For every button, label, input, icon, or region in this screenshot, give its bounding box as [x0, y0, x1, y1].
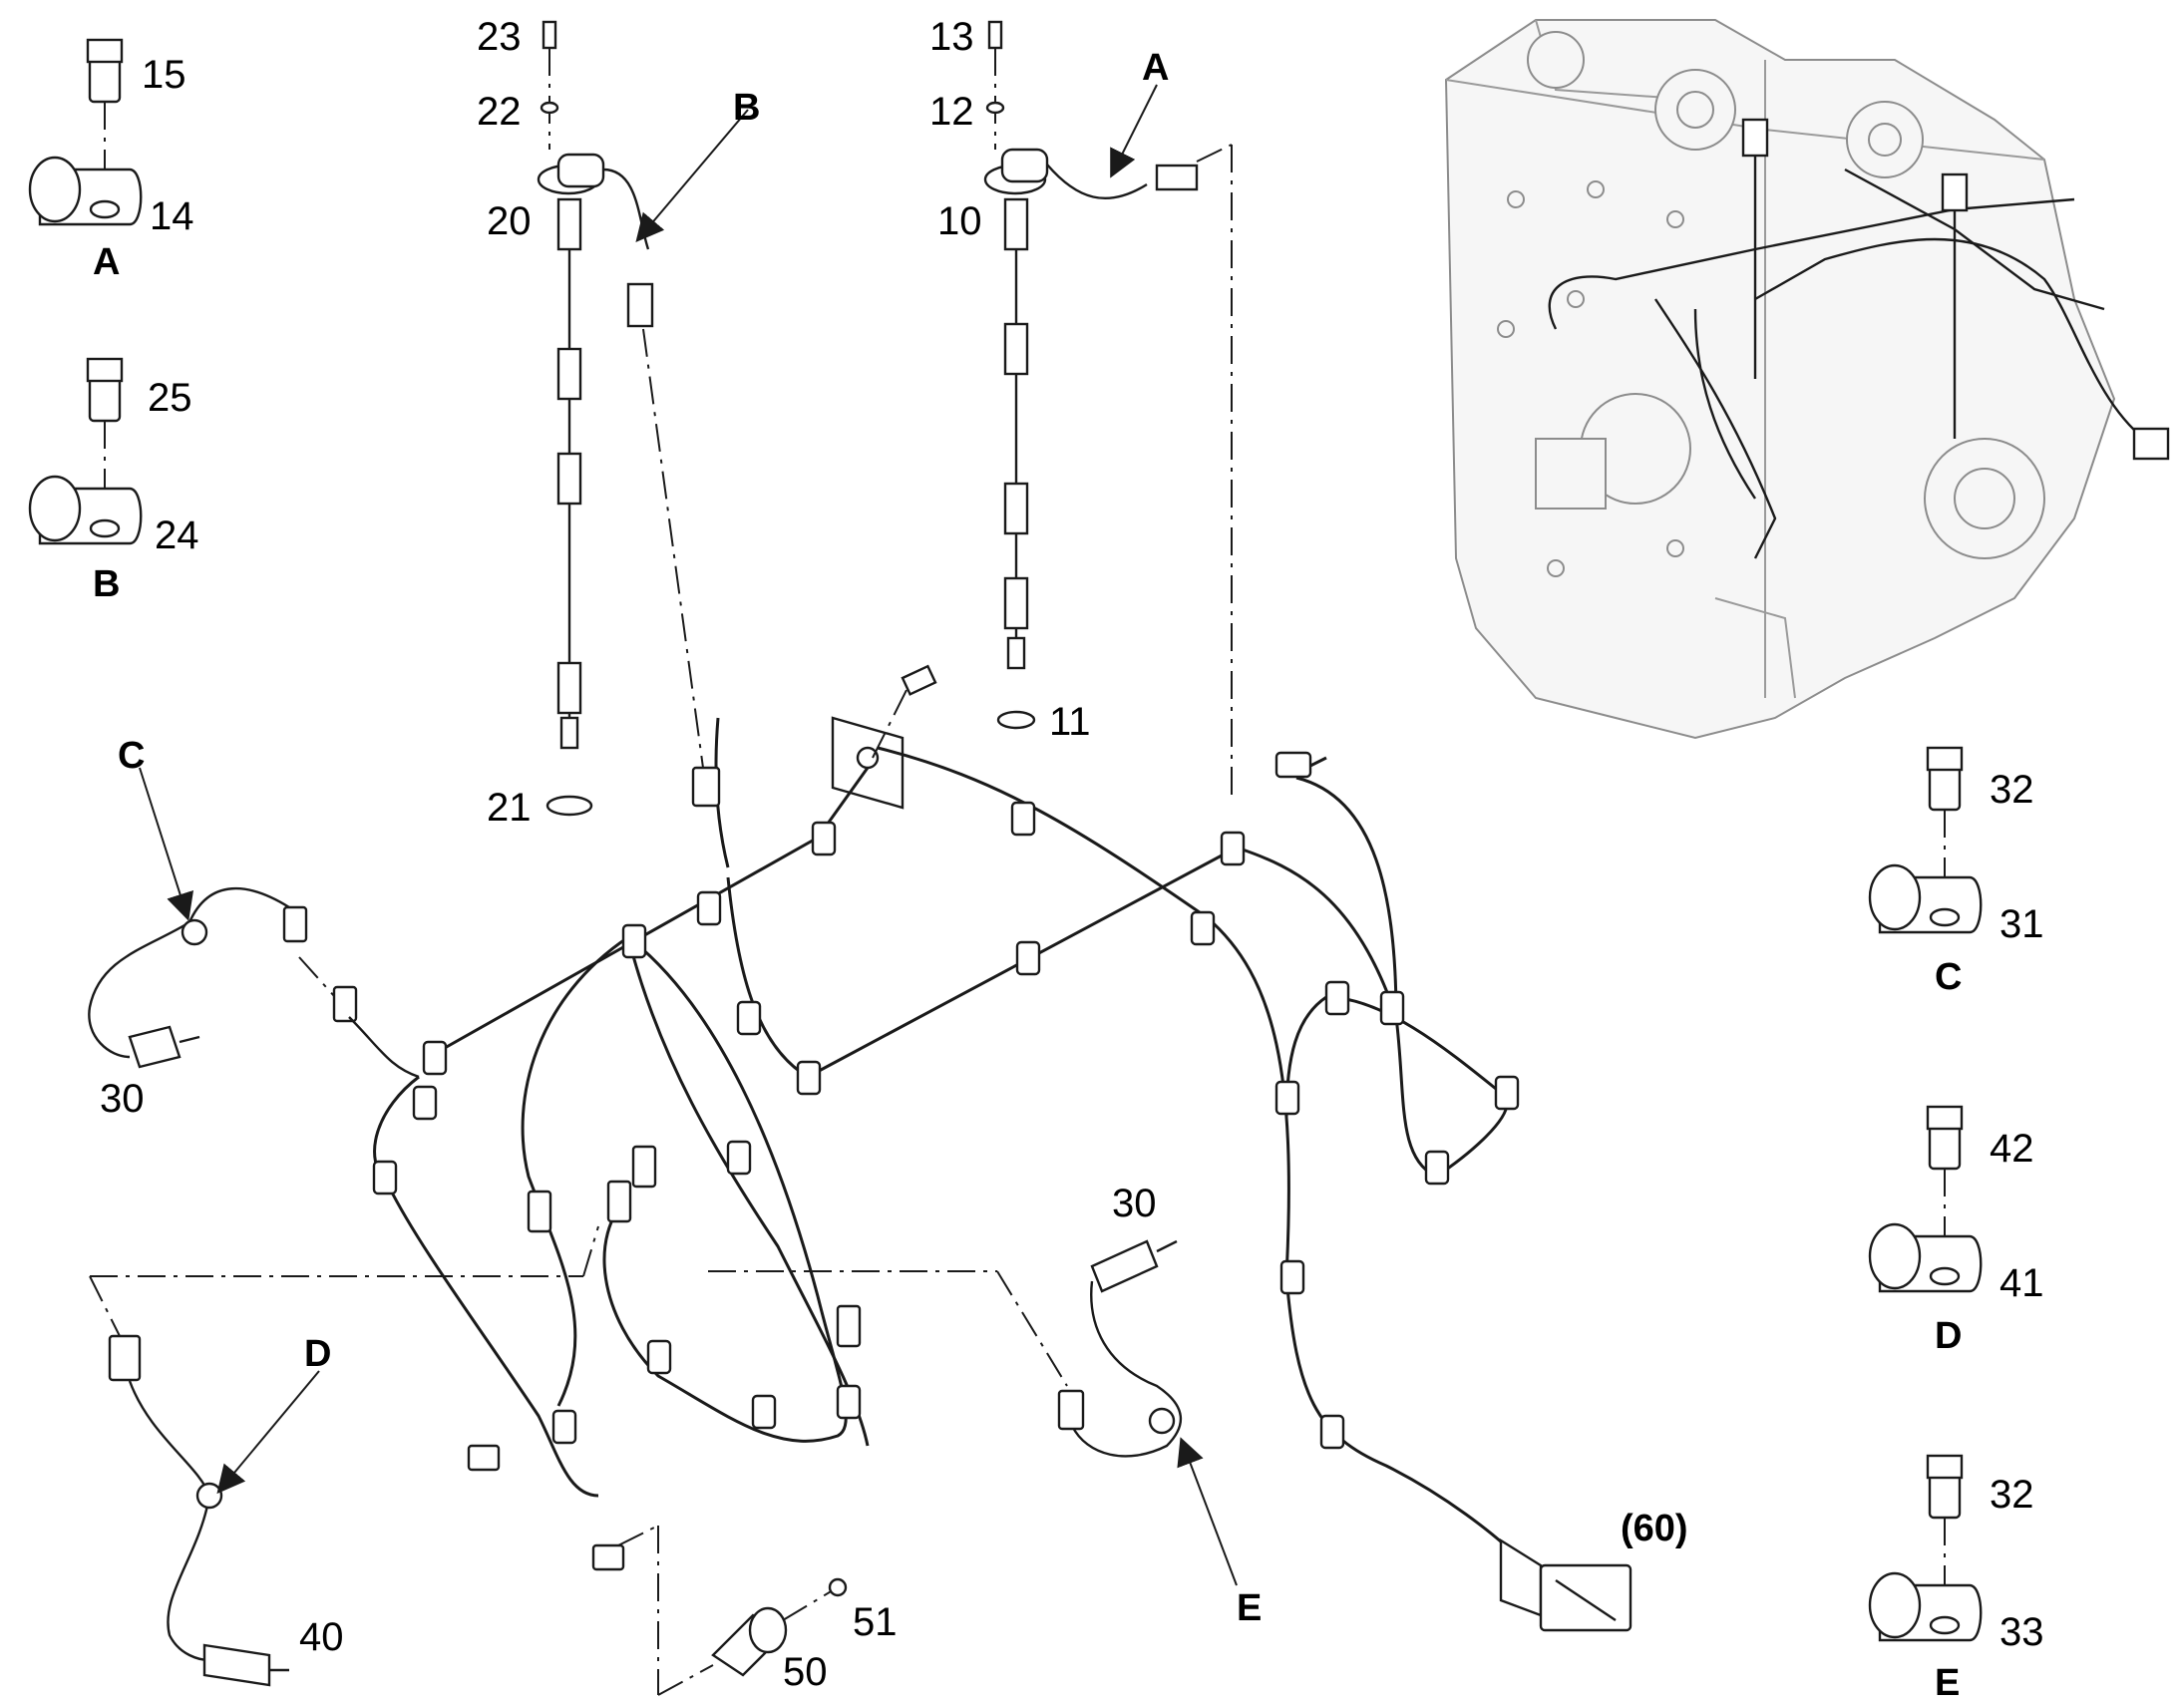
harness-clips	[372, 751, 1520, 1571]
label-d-clamp: D	[1935, 1315, 1962, 1357]
label-10: 10	[937, 199, 982, 243]
label-30-left: 30	[100, 1077, 145, 1121]
label-23: 23	[477, 15, 522, 59]
break-line	[996, 1270, 1068, 1387]
label-25: 25	[148, 376, 192, 420]
clamp-assembly-e	[1868, 1454, 1983, 1642]
label-30-right: 30	[1112, 1182, 1157, 1225]
label-c-callout: C	[118, 735, 145, 777]
label-a-clamp: A	[93, 241, 120, 283]
clamp-assembly-c	[1868, 746, 1983, 934]
main-wiring-harness	[372, 664, 1633, 1632]
label-31: 31	[1999, 902, 2044, 946]
label-c-clamp: C	[1935, 956, 1962, 998]
label-e-clamp: E	[1935, 1662, 1960, 1704]
label-14: 14	[150, 194, 194, 238]
label-32-bottom: 32	[1990, 1473, 2034, 1517]
transmission-housing	[1444, 19, 2116, 740]
label-24: 24	[155, 513, 199, 557]
label-32-top: 32	[1990, 768, 2034, 812]
installed-harness	[1548, 118, 2170, 559]
level-sensor-10	[983, 20, 1233, 803]
label-40: 40	[299, 1615, 344, 1659]
clamp-assembly-d	[1868, 1105, 1983, 1293]
label-42: 42	[1990, 1127, 2034, 1171]
label-22: 22	[477, 90, 522, 134]
label-a-callout: A	[1142, 47, 1169, 89]
label-51: 51	[853, 1600, 898, 1644]
label-b-callout: B	[733, 87, 760, 129]
speed-sensor-30-left	[88, 767, 420, 1079]
label-e-callout: E	[1237, 1587, 1262, 1629]
label-15: 15	[142, 53, 186, 97]
label-11: 11	[1049, 700, 1091, 744]
label-33: 33	[1999, 1610, 2044, 1654]
speed-sensor-40	[108, 1334, 320, 1687]
pressure-switch-50	[657, 1577, 848, 1696]
label-41: 41	[1999, 1261, 2044, 1305]
clamp-assembly-b	[28, 357, 143, 545]
label-d-callout: D	[304, 1333, 331, 1375]
label-60: (60)	[1621, 1508, 1688, 1549]
label-20: 20	[487, 199, 532, 243]
speed-sensor-30-right	[1057, 1239, 1238, 1586]
clamp-assembly-a	[28, 38, 143, 226]
label-b-clamp: B	[93, 563, 120, 605]
level-sensor-20	[537, 20, 749, 817]
label-12: 12	[929, 90, 974, 134]
break-line	[89, 1275, 121, 1337]
break-line	[617, 1525, 659, 1546]
break-line	[582, 1225, 599, 1277]
label-21: 21	[487, 786, 532, 830]
label-50: 50	[783, 1650, 828, 1694]
label-13: 13	[929, 15, 974, 59]
